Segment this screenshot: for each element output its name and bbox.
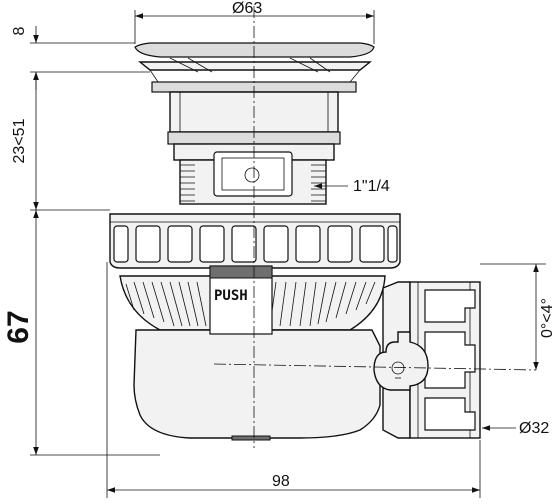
ring-nut (109, 213, 401, 269)
adjustable-height-label: 23<51 (11, 118, 28, 163)
outlet-angle-label: 0°<4° (539, 298, 556, 338)
siphon-body (133, 329, 381, 439)
threaded-section (179, 151, 327, 205)
total-width-label: 98 (272, 473, 290, 490)
dim-adjustable-height: 23<51 (11, 72, 110, 211)
dim-total-width: 98 (106, 262, 481, 498)
cap-height-label: 8 (11, 26, 28, 35)
push-button: PUSH (209, 265, 273, 335)
thread-size-label: 1"1/4 (353, 178, 390, 195)
outlet-diameter-label: Ø32 (519, 420, 549, 437)
total-height-label: 67 (2, 310, 35, 343)
outlet-centerline (213, 363, 537, 371)
dim-cap-diameter: Ø63 (134, 0, 375, 44)
dim-thread: 1"1/4 (314, 178, 390, 195)
push-button-label: PUSH (214, 288, 248, 304)
dim-outlet-angle: 0°<4° (480, 263, 556, 370)
outlet-connector (373, 281, 481, 439)
pop-up-cap (134, 42, 375, 161)
body-bottom-mark (231, 435, 271, 441)
dim-cap-height: 8 (11, 26, 150, 90)
cap-diameter-label: Ø63 (232, 0, 262, 17)
dim-outlet-diameter: Ø32 (482, 420, 549, 437)
dim-total-height: 67 (2, 210, 160, 456)
